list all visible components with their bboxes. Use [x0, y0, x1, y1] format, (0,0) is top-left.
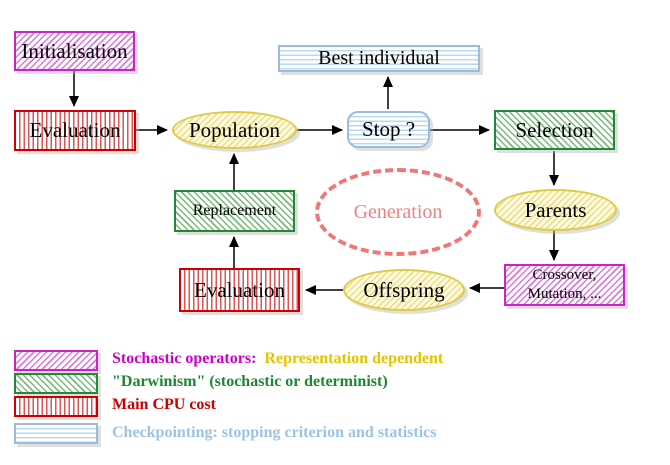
node-evaluation-top: Evaluation — [14, 110, 136, 151]
node-crossover-mutation: Crossover, Mutation, ... — [504, 264, 625, 306]
node-generation: Generation — [315, 168, 481, 256]
legend-label-cpu-cost: Main CPU cost — [112, 396, 216, 413]
node-population: Population — [172, 111, 297, 149]
legend-label-stochastic-operators: Stochastic operators: Representation dep… — [112, 349, 443, 369]
legend-swatch-darwinism — [14, 373, 98, 394]
legend-label-checkpointing: Checkpointing: stopping criterion and st… — [112, 424, 437, 441]
node-parents: Parents — [494, 189, 617, 231]
legend-swatch-checkpointing — [14, 423, 98, 444]
node-evaluation-bottom: Evaluation — [179, 268, 300, 312]
legend-text-representation: Representation dependent — [256, 350, 444, 367]
node-offspring: Offspring — [343, 269, 465, 311]
legend-swatch-cpu-cost — [14, 396, 98, 417]
node-replacement: Replacement — [174, 190, 295, 232]
node-initialisation: Initialisation — [14, 31, 135, 71]
crossover-line: Crossover, — [532, 267, 597, 284]
mutation-line: Mutation, ... — [527, 286, 602, 302]
legend-text-stochastic: Stochastic operators: — [112, 350, 257, 367]
node-best-individual: Best individual — [278, 45, 480, 72]
legend-swatch-stochastic-operators — [14, 350, 98, 371]
node-selection: Selection — [494, 110, 615, 150]
legend-label-darwinism: "Darwinism" (stochastic or determinist) — [112, 373, 388, 390]
node-stop: Stop ? — [347, 111, 430, 148]
